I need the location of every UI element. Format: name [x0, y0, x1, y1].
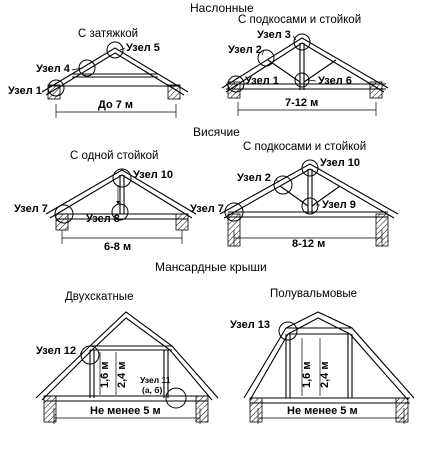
subtitle-poluvalmovye: Полувальмовые — [270, 288, 357, 300]
truss-s-odnoy-stoykoy: С одной стойкой Узел 7 Узел 10 Узел 8 6-… — [14, 150, 197, 253]
subtitle-s-zatyazhkoy: С затяжкой — [78, 28, 138, 40]
node-label-7b: Узел 7 — [190, 203, 224, 215]
height-1-6-a: 1,6 м — [99, 362, 111, 389]
struts — [267, 59, 337, 83]
dim-do-7: До 7 м — [98, 99, 133, 111]
node-label-11: Узел 11 — [140, 375, 171, 385]
header-mansard: Мансардные крыши — [155, 260, 267, 274]
node-label-12: Узел 12 — [36, 345, 76, 357]
node-label-3: Узел 3 — [257, 29, 291, 41]
subtitle-s-odnoy-stoykoy: С одной стойкой — [70, 150, 158, 162]
node-label-2: Узел 2 — [228, 44, 262, 56]
height-1-6-b: 1,6 м — [301, 362, 313, 389]
height-2-4-b: 2,4 м — [319, 362, 331, 389]
post — [299, 43, 305, 90]
node-label-7a: Узел 7 — [14, 203, 48, 215]
header-visyachie: Висячие — [193, 125, 240, 139]
mansard-poluvalmovye: Полувальмовые 1,6 м 2,4 м Узел 13 Не мен… — [230, 288, 415, 424]
dim-8-12: 8-12 м — [292, 238, 325, 250]
truss-s-podkosami-1: С подкосами и стойкой Узел 2 Узел 3 Узел… — [221, 14, 389, 116]
dim-ne-menee-5-b: Не менее 5 м — [287, 405, 358, 417]
subtitle-s-podkosami-1: С подкосами и стойкой — [238, 14, 361, 26]
node-circle-5 — [106, 41, 124, 59]
node-label-2b: Узел 2 — [237, 172, 271, 184]
subtitle-s-podkosami-2: С подкосами и стойкой — [243, 141, 366, 153]
truss-s-zatyazhkoy: С затяжкой Узел 1 Узел 4 Узел 5 До 7 м — [8, 28, 189, 118]
truss-s-podkosami-2: С подкосами и стойкой Узел 2 Узел 10 Узе… — [190, 141, 399, 250]
node-label-10a: Узел 10 — [133, 169, 173, 181]
mansard-dvuskatnye: Двухскатные 1,6 м 2,4 м Узел 12 Узел 11 … — [35, 291, 219, 424]
node-label-5: Узел 5 — [126, 42, 160, 54]
node-label-13: Узел 13 — [230, 319, 270, 331]
dim-ne-menee-5-a: Не менее 5 м — [90, 405, 161, 417]
header-naslonnye: Наслонные — [190, 1, 254, 15]
node-label-10b: Узел 10 — [320, 157, 360, 169]
height-2-4-a: 2,4 м — [116, 362, 128, 389]
node-label-11-sub: (а, б) — [142, 385, 163, 395]
node-label-1: Узел 1 — [8, 85, 42, 97]
node-label-4: Узел 4 — [36, 63, 71, 75]
node-label-6: Узел 6 — [318, 75, 352, 87]
dim-7-12: 7-12 м — [285, 97, 318, 109]
node-label-8: Узел 8 — [86, 213, 120, 225]
rafters — [41, 47, 189, 93]
node-circle-4 — [78, 59, 96, 77]
subtitle-dvuskatnye: Двухскатные — [65, 291, 133, 303]
node-circle-1 — [47, 79, 65, 97]
node-label-1b: Узел 1 — [245, 75, 279, 87]
dim-6-8: 6-8 м — [104, 241, 131, 253]
node-label-9: Узел 9 — [322, 199, 356, 211]
